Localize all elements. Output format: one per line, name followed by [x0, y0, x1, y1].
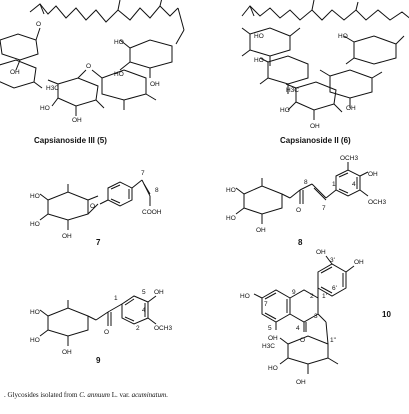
- c10-atom-1p: 1': [322, 293, 327, 300]
- label-sugar-o: O: [86, 63, 91, 70]
- c10-o: O: [300, 337, 305, 344]
- c7-sugar-ho: HO: [30, 221, 40, 228]
- c10-atom-7: 7: [264, 301, 268, 308]
- c10-atom-3p: 3': [330, 257, 335, 264]
- c10-atom-3: 3: [314, 313, 318, 320]
- c9-atom-1: 1: [114, 295, 118, 302]
- c9-sugar-ho: HO: [30, 309, 40, 316]
- c8-sugar-ho: HO: [226, 187, 236, 194]
- compound-7-structure: [39, 179, 151, 230]
- compound-10-number: 10: [382, 310, 391, 319]
- c9-oh: OH: [154, 289, 164, 296]
- c10-atom-9: 9: [292, 289, 296, 296]
- atom-labels: O OH HO HO O H3C HO OH OH HO HO HO H3C H…: [10, 21, 386, 386]
- c8-och3-top: OCH3: [340, 155, 358, 162]
- c9-och3: OCH3: [154, 325, 172, 332]
- label-sugar-ho: HO: [338, 33, 348, 40]
- label-sugar-oh: OH: [72, 117, 82, 124]
- c10-atom-1pp: 1": [330, 337, 337, 344]
- label-sugar-oh: OH: [346, 105, 356, 112]
- label-sugar-ch3: H3C: [46, 85, 59, 92]
- label-sugar-ch3: H3C: [286, 87, 299, 94]
- compound-8-structure: [235, 162, 369, 224]
- capsianoside-iii-structure: [0, 0, 185, 116]
- c10-oh-5: OH: [268, 335, 278, 342]
- c8-atom-7: 7: [322, 205, 326, 212]
- compound-6-name: Capsianoside II (6): [280, 136, 351, 145]
- c8-o: O: [296, 207, 301, 214]
- c8-atom-4: 4: [352, 181, 356, 188]
- label-sugar-o: O: [36, 21, 41, 28]
- c9-atom-4: 4: [142, 307, 146, 314]
- label-sugar-ho: HO: [114, 71, 124, 78]
- c9-sugar-oh: OH: [62, 349, 72, 356]
- c7-cooh: COOH: [142, 209, 162, 216]
- compound-10-structure: [253, 255, 355, 374]
- c8-sugar-ho: HO: [226, 215, 236, 222]
- compound-9-number: 9: [96, 356, 101, 365]
- c8-atom-8: 8: [304, 179, 308, 186]
- c8-och3-bottom: OCH3: [368, 199, 386, 206]
- c10-sugar-ch3: H3C: [262, 343, 275, 350]
- c7-sugar-oh: OH: [62, 233, 72, 240]
- caption-middle: L. var.: [109, 391, 132, 399]
- compound-9-structure: [39, 295, 157, 346]
- c10-atom-4: 4: [296, 325, 300, 332]
- label-sugar-oh: OH: [150, 81, 160, 88]
- compound-7-number: 7: [96, 238, 101, 247]
- label-sugar-oh: OH: [10, 69, 20, 76]
- c9-atom-2: 2: [136, 325, 140, 332]
- c10-atom-2: 2: [310, 293, 314, 300]
- c10-sugar-oh: OH: [296, 379, 306, 386]
- caption-suffix: .: [166, 391, 168, 399]
- label-sugar-oh: OH: [310, 123, 320, 130]
- caption-variety: acuminatum: [131, 391, 167, 399]
- c9-o: O: [104, 329, 109, 336]
- caption-species: C. annuum: [79, 391, 110, 399]
- c10-atom-5: 5: [268, 325, 272, 332]
- c9-sugar-ho: HO: [30, 337, 40, 344]
- c10-oh-3p: OH: [316, 249, 326, 256]
- label-sugar-ho: HO: [254, 57, 264, 64]
- c10-atom-6p: 6': [332, 285, 337, 292]
- c7-atom-7: 7: [141, 170, 145, 177]
- capsianoside-ii-structure: [241, 0, 409, 120]
- c8-sugar-oh: OH: [256, 227, 266, 234]
- compound-5-name: Capsianoside III (5): [34, 136, 107, 145]
- caption-prefix: . Glycosides isolated from: [4, 391, 78, 399]
- c9-atom-5: 5: [142, 289, 146, 296]
- c8-oh: OH: [368, 171, 378, 178]
- c7-sugar-ho: HO: [30, 193, 40, 200]
- c8-atom-1: 1: [332, 181, 336, 188]
- c7-atom-8: 8: [155, 187, 159, 194]
- c10-oh-4p: OH: [354, 259, 364, 266]
- label-sugar-ho: HO: [280, 107, 290, 114]
- figure-caption: . Glycosides isolated from C. annuum L. …: [4, 391, 168, 399]
- compound-8-number: 8: [298, 238, 303, 247]
- label-sugar-ho: HO: [254, 33, 264, 40]
- label-sugar-ho: HO: [40, 105, 50, 112]
- label-sugar-ho: HO: [114, 39, 124, 46]
- c10-ho-7: HO: [240, 293, 250, 300]
- c7-o: O: [90, 203, 95, 210]
- c10-sugar-ho: HO: [268, 365, 278, 372]
